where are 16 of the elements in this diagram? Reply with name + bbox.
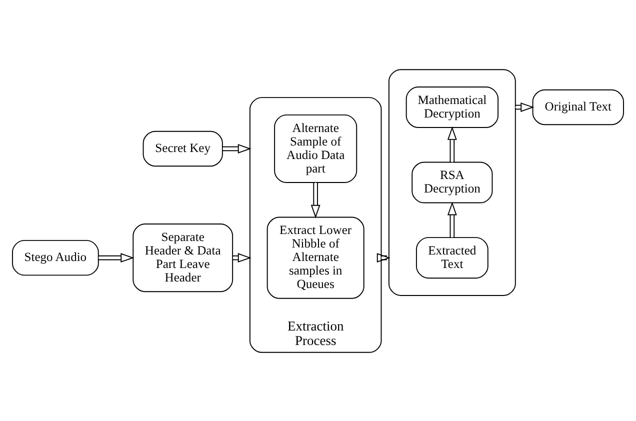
- node-box: Alternate Sample of Audio Data part: [274, 114, 358, 182]
- arrow: [98, 252, 134, 262]
- node-box: Separate Header & Data Part Leave Header: [132, 223, 234, 292]
- arrow: [447, 126, 457, 162]
- arrow: [447, 201, 457, 238]
- node-box: Original Text: [532, 88, 624, 125]
- arrow: [222, 144, 252, 153]
- arrow: [310, 182, 320, 218]
- node-box: Secret Key: [142, 130, 223, 166]
- node-box: Mathematical Decryption: [406, 86, 499, 128]
- arrow: [514, 102, 534, 112]
- node-box: Stego Audio: [12, 239, 99, 276]
- node-box: Extracted Text: [416, 236, 488, 278]
- node-box: Extract Lower Nibble of Alternate samples in Queues: [266, 216, 364, 298]
- cluster: [388, 68, 516, 296]
- node-box: RSA Decryption: [412, 161, 493, 203]
